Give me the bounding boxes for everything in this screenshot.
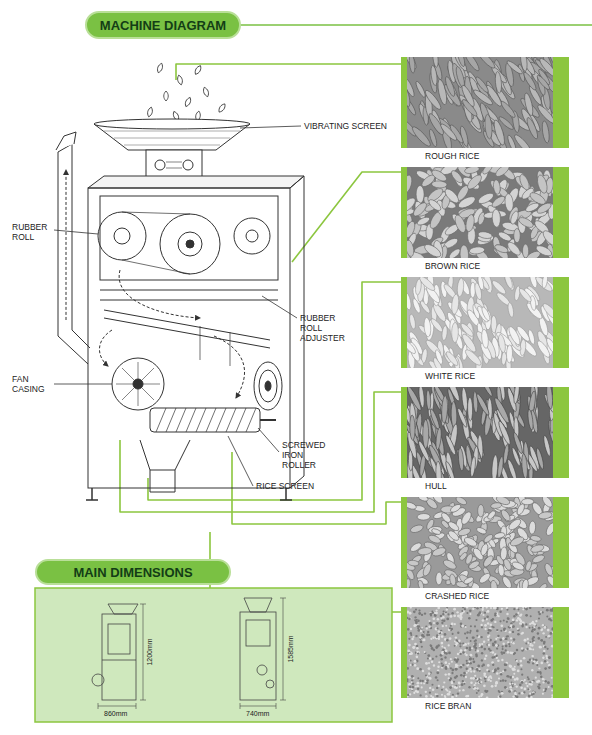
sample-photo-box: BROWN RICE xyxy=(401,167,569,258)
photo-panel xyxy=(401,167,569,258)
photo-panel xyxy=(401,277,569,368)
sample-photo-box: CRASHED RICE xyxy=(401,497,569,588)
grain-texture xyxy=(407,57,553,148)
part-label: RUBBER ROLL ADJUSTER xyxy=(300,313,358,344)
sample-photo-box: WHITE RICE xyxy=(401,277,569,368)
photo-panel xyxy=(401,607,569,698)
part-label: RUBBER ROLL xyxy=(12,222,54,242)
sample-photo-box: RICE BRAN xyxy=(401,607,569,698)
sample-label: HULL xyxy=(423,482,449,492)
sample-label: CRASHED RICE xyxy=(423,592,491,602)
panel-frame xyxy=(401,387,569,478)
title-banner xyxy=(86,12,592,38)
panel-frame xyxy=(401,167,569,258)
sample-photo-box: HULL xyxy=(401,387,569,478)
sample-label: BROWN RICE xyxy=(423,262,482,272)
panel-frame xyxy=(401,607,569,698)
dimension-text: 740mm xyxy=(246,710,269,718)
part-label: SCREWED IRON ROLLER xyxy=(282,440,330,471)
title-text: MACHINE DIAGRAM xyxy=(100,19,226,32)
label-leaders xyxy=(54,126,301,486)
grain-texture xyxy=(407,497,553,588)
grain-texture xyxy=(407,167,553,258)
sample-label: RICE BRAN xyxy=(423,702,473,712)
grain-texture xyxy=(407,277,553,368)
sample-label: ROUGH RICE xyxy=(423,152,481,162)
dimension-text: 1585mm xyxy=(287,635,295,662)
photo-panel xyxy=(401,57,569,148)
photo-panel xyxy=(401,387,569,478)
sample-label: WHITE RICE xyxy=(423,372,477,382)
dimension-panel xyxy=(35,588,392,722)
panel-frame xyxy=(401,57,569,148)
grain-texture xyxy=(407,607,553,698)
machine-drawing xyxy=(56,119,304,500)
panel-frame xyxy=(401,277,569,368)
part-label: VIBRATING SCREEN xyxy=(304,121,387,131)
band-heading: MAIN DIMENSIONS xyxy=(73,566,192,579)
part-label: FAN CASING xyxy=(12,374,54,394)
sample-photo-box: ROUGH RICE xyxy=(401,57,569,148)
photo-panel xyxy=(401,497,569,588)
dimension-text: 1200mm xyxy=(146,638,154,665)
heading-band: MAIN DIMENSIONS xyxy=(35,559,231,585)
dimension-text: 860mm xyxy=(104,710,127,718)
panel-frame xyxy=(401,497,569,588)
falling-grains xyxy=(147,63,227,122)
grain-texture xyxy=(407,387,553,478)
dimension-drawings xyxy=(92,598,286,709)
part-label: RICE SCREEN xyxy=(256,481,314,491)
